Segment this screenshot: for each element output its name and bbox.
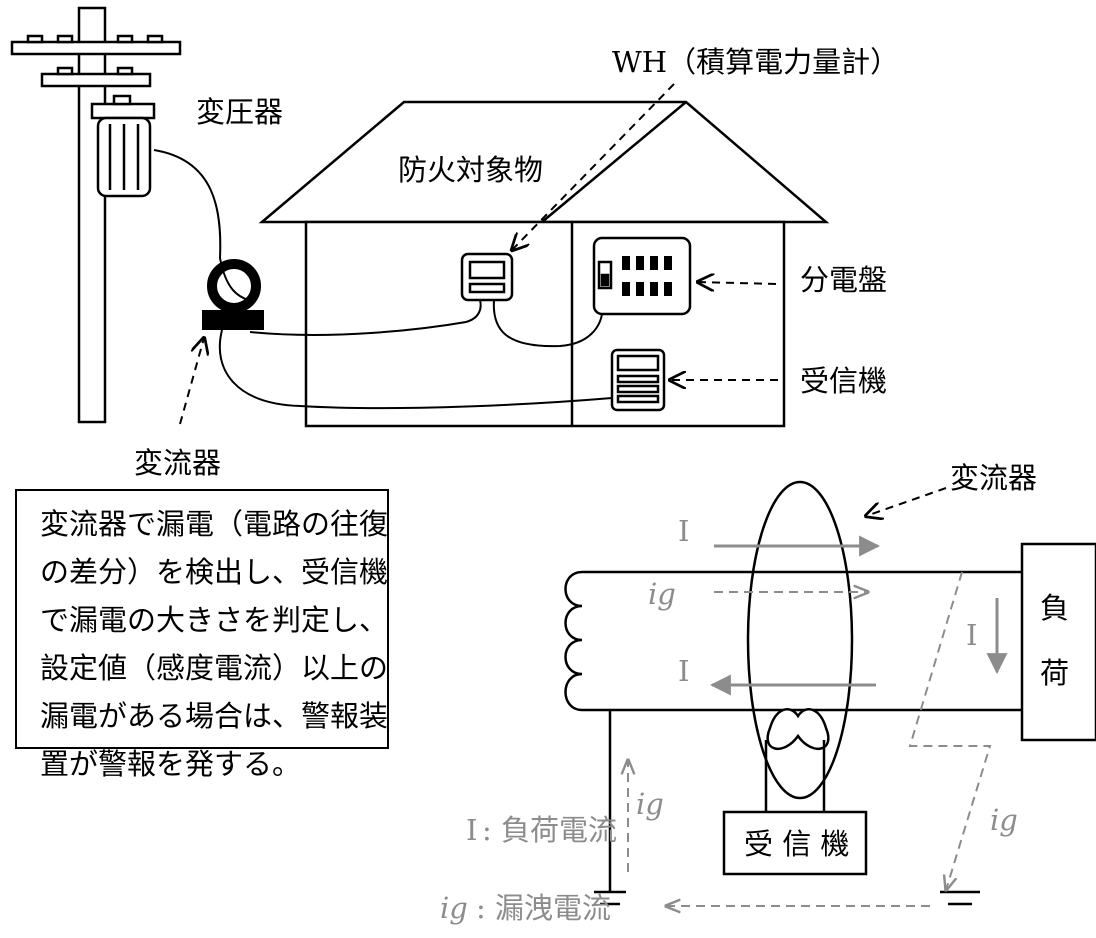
building — [258, 100, 830, 428]
legend-ig-symbol: ig — [440, 891, 468, 925]
legend-I-symbol: I — [466, 813, 477, 847]
wh-meter-label: WH（積算電力量計） — [612, 45, 899, 79]
current-I-bottom: I — [678, 654, 689, 688]
wh-meter — [460, 252, 514, 302]
distribution-board — [592, 236, 692, 316]
explanation-box — [15, 489, 389, 749]
distribution-board-label: 分電盤 — [800, 263, 887, 297]
legend-ig-desc: : 漏洩電流 — [476, 891, 611, 925]
current-ig-right: ig — [990, 803, 1018, 837]
explanation-text: 変流器で漏電（電路の往復の差分）を検出し、受信機で漏電の大きさを判定し、設定値（… — [40, 507, 389, 781]
leakage-current-arrows — [628, 571, 992, 906]
pointer-arrows — [179, 83, 947, 516]
receiver-label: 受信機 — [800, 364, 887, 398]
transformer-label: 変圧器 — [196, 95, 283, 129]
ct-label-top: 変流器 — [134, 446, 221, 480]
utility-pole — [10, 6, 182, 424]
circuit-lines — [564, 480, 1096, 906]
current-I-right: I — [966, 618, 977, 652]
wires — [153, 149, 613, 410]
ct-label-bottom: 変流器 — [950, 461, 1037, 495]
current-transformer — [202, 259, 264, 330]
current-ig-left: ig — [636, 787, 664, 821]
legend-I-desc: : 負荷電流 — [482, 813, 617, 847]
current-ig-top: ig — [648, 577, 676, 611]
legend: I : 負荷電流 ig : 漏洩電流 — [440, 813, 617, 925]
building-label: 防火対象物 — [398, 153, 543, 187]
current-I-top: I — [678, 514, 689, 548]
transformer — [90, 94, 156, 198]
receiver-box-label: 受 信 機 — [744, 827, 849, 861]
load-label-1: 負 — [1040, 591, 1069, 625]
receiver-unit — [610, 348, 666, 412]
load-label-2: 荷 — [1040, 656, 1069, 690]
load-current-arrows — [709, 535, 1008, 696]
